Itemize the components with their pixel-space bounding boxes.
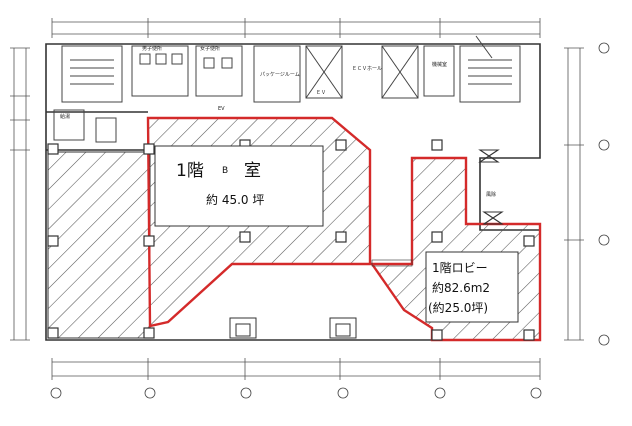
label-wc-men: 男子便所 xyxy=(142,45,162,52)
hatched-lobby-left-strip xyxy=(371,259,413,267)
light-wells xyxy=(229,317,357,339)
label-pipe-room: パッケージルーム xyxy=(260,71,300,78)
room-b-title-suffix: 室 xyxy=(244,161,261,181)
lobby-area-tsubo: (約25.0坪) xyxy=(428,300,488,315)
entrance-doors xyxy=(478,149,504,225)
label-wc-women: 女子便所 xyxy=(200,45,220,52)
columns xyxy=(47,139,535,341)
core-rooms xyxy=(53,35,521,143)
grid-markers-bottom xyxy=(50,387,542,399)
bottom-dimension-lines xyxy=(51,358,541,380)
left-dimension-lines xyxy=(10,47,30,341)
hatched-left-area xyxy=(47,151,151,339)
label-ev: EV xyxy=(218,106,225,112)
label-elevator: ＥＶ xyxy=(316,90,326,96)
grid-markers-right xyxy=(598,42,610,346)
label-elevator-hall: ＥＣＶホール xyxy=(352,66,382,72)
label-pantry: 給湯 xyxy=(60,113,70,120)
label-mechanical: 機械室 xyxy=(432,61,447,68)
top-dimension-lines xyxy=(51,18,541,38)
room-b-title-letter: B xyxy=(222,166,228,176)
room-b-label-box: 1階 B 室 約 45.0 坪 xyxy=(154,145,324,227)
room-b-area-text: 約 45.0 坪 xyxy=(206,192,264,207)
lobby-label-box: 1階ロビー 約82.6m2 (約25.0坪) xyxy=(425,251,519,323)
label-entrance: 風除 xyxy=(486,191,496,198)
small-room-labels: ＥＣＶホール パッケージルーム 機械室 EV 男子便所 女子便所 給湯 ＥＶ 風… xyxy=(60,45,496,198)
right-dimension-lines xyxy=(564,47,584,341)
lobby-area-m2: 約82.6m2 xyxy=(432,280,490,295)
room-b-title-main: 1階 xyxy=(176,161,204,181)
lobby-title: 1階ロビー xyxy=(432,260,488,275)
